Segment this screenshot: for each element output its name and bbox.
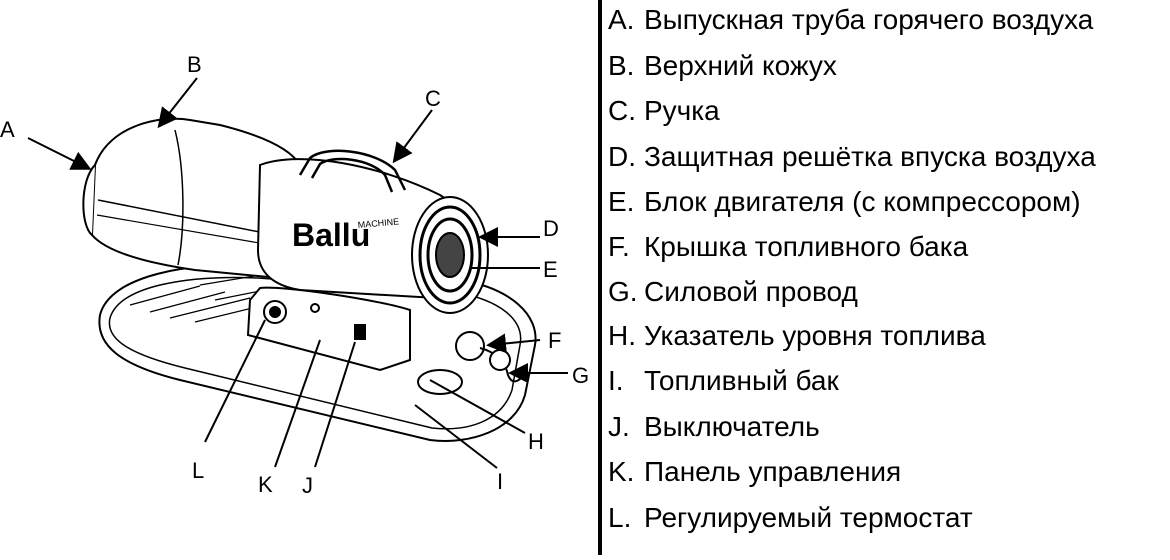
callout-g: G bbox=[572, 363, 589, 388]
legend-text: Выключатель bbox=[644, 411, 820, 442]
legend-item-d: D. Защитная решётка впуска воздуха bbox=[608, 137, 1096, 177]
handle bbox=[298, 149, 407, 193]
legend-letter: L. bbox=[608, 502, 632, 533]
legend-letter: G. bbox=[608, 276, 638, 307]
legend-item-h: H. Указатель уровня топлива bbox=[608, 316, 986, 356]
callout-a: A bbox=[0, 117, 15, 142]
callout-h: H bbox=[528, 429, 544, 454]
brand-logo: Ballu bbox=[292, 217, 370, 253]
legend-letter: I. bbox=[608, 365, 624, 396]
callout-e: E bbox=[543, 257, 558, 282]
legend-letter: J. bbox=[608, 411, 630, 442]
legend-text: Топливный бак bbox=[644, 365, 839, 396]
callout-labels: A B C D E F G H I J K L bbox=[0, 52, 589, 498]
upper-housing bbox=[82, 117, 301, 282]
legend-item-k: K. Панель управления bbox=[608, 452, 901, 492]
legend-text: Защитная решётка впуска воздуха bbox=[644, 141, 1096, 172]
legend-text: Указатель уровня топлива bbox=[644, 320, 986, 351]
control-panel-box bbox=[246, 286, 411, 372]
heater-illustration: Ballu MACHINE bbox=[0, 52, 589, 498]
legend-text: Регулируемый термостат bbox=[644, 502, 973, 533]
callout-f: F bbox=[548, 328, 561, 353]
legend-item-i: I. Топливный бак bbox=[608, 361, 839, 401]
callout-d: D bbox=[543, 216, 559, 241]
legend-item-f: F. Крышка топливного бака bbox=[608, 227, 968, 267]
callout-k: K bbox=[258, 472, 273, 497]
legend-text: Панель управления bbox=[644, 456, 902, 487]
legend-item-e: E. Блок двигателя (с компрессором) bbox=[608, 182, 1081, 222]
callout-i: I bbox=[497, 469, 503, 494]
column-divider bbox=[598, 0, 602, 555]
legend-letter: F. bbox=[608, 231, 630, 262]
legend-text: Верхний кожух bbox=[644, 50, 837, 81]
callout-l: L bbox=[192, 458, 204, 483]
legend-item-c: C. Ручка bbox=[608, 91, 720, 131]
callout-b: B bbox=[187, 52, 202, 77]
motor-housing: Ballu MACHINE bbox=[256, 158, 489, 314]
legend-text: Блок двигателя (с компрессором) bbox=[644, 186, 1081, 217]
callout-j: J bbox=[302, 473, 313, 498]
legend-item-b: B. Верхний кожух bbox=[608, 46, 837, 86]
legend-letter: D. bbox=[608, 141, 636, 172]
legend-text: Ручка bbox=[644, 95, 720, 126]
legend-letter: H. bbox=[608, 320, 636, 351]
legend-letter: A. bbox=[608, 4, 635, 35]
legend-letter: C. bbox=[608, 95, 636, 126]
legend-text: Крышка топливного бака bbox=[644, 231, 969, 262]
legend-letter: B. bbox=[608, 50, 635, 81]
leader-lines bbox=[27, 77, 568, 469]
legend-text: Силовой провод bbox=[644, 276, 858, 307]
legend-item-a: A. Выпускная труба горячего воздуха bbox=[608, 0, 1093, 40]
legend-item-l: L. Регулируемый термостат bbox=[608, 498, 973, 538]
legend-text: Выпускная труба горячего воздуха bbox=[644, 4, 1094, 35]
brand-sub: MACHINE bbox=[357, 216, 399, 230]
heater-diagram: Ballu MACHINE bbox=[0, 52, 589, 498]
legend-item-j: J. Выключатель bbox=[608, 407, 820, 447]
parts-legend: A. Выпускная труба горячего воздуха B. Вер… bbox=[608, 0, 1170, 555]
legend-letter: E. bbox=[608, 186, 635, 217]
legend-letter: K. bbox=[608, 456, 635, 487]
legend-item-g: G.Силовой провод bbox=[608, 272, 858, 312]
callout-c: C bbox=[425, 86, 441, 111]
